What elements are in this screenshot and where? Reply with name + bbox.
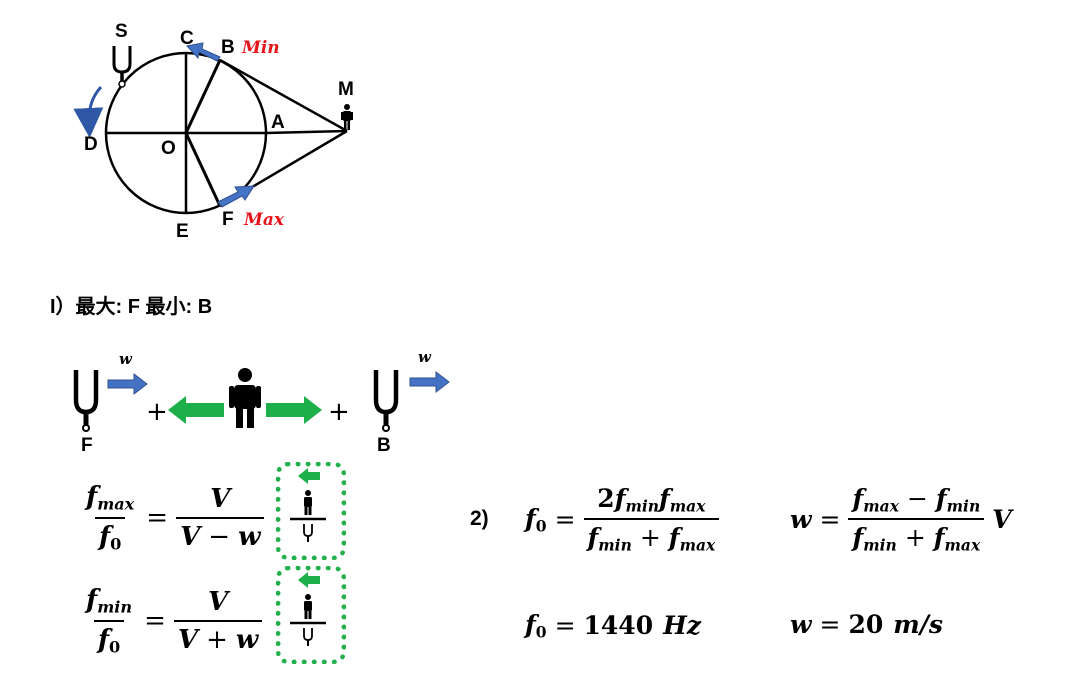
- observer-person-icon: [229, 368, 261, 428]
- tag-min: Min: [241, 38, 280, 58]
- doppler-scene: w F + + w B: [73, 348, 450, 456]
- part1-heading: I）最大: F 最小: B: [50, 296, 213, 318]
- source-label-f: F: [81, 435, 93, 456]
- velocity-label-left: w: [119, 350, 133, 368]
- tuning-fork-s-icon: [112, 46, 132, 88]
- label-f: F: [222, 209, 234, 230]
- velocity-arrow-b-icon: [186, 42, 221, 62]
- label-s: S: [115, 21, 128, 42]
- part2-label: 2): [470, 507, 489, 530]
- mini-fork-2-icon: [303, 628, 313, 646]
- radius-of: [184, 132, 222, 207]
- equation-f0-formula: f0 = 2fminfmax fmin+fmax: [525, 484, 720, 555]
- equation-w-value: w = 20 m/s: [790, 610, 943, 639]
- mini-person-2-icon: [304, 594, 312, 619]
- mini-person-1-icon: [304, 490, 312, 515]
- source-label-b: B: [377, 435, 391, 456]
- label-c: C: [180, 28, 194, 49]
- velocity-arrow-right-source-icon: [409, 370, 450, 394]
- mini-green-arrow-2-icon: [298, 572, 320, 588]
- circle-diagram: S C B Min M A D O F Max E: [73, 21, 354, 242]
- green-arrow-left-icon: [168, 396, 224, 424]
- rotation-arrow-icon: [73, 85, 104, 138]
- label-a: A: [271, 112, 285, 133]
- box-icon-group-2: [290, 572, 326, 646]
- tag-max: Max: [243, 210, 285, 230]
- dotted-box-2: [276, 566, 346, 664]
- equation-f0-value: f0 = 1440 Hz: [525, 610, 701, 642]
- radius-ob: [184, 59, 222, 134]
- fraction-w-formula: fmax−fmin fmin+fmax: [848, 484, 985, 555]
- green-arrow-right-icon: [266, 396, 322, 424]
- label-b: B: [221, 37, 235, 58]
- label-o: O: [161, 138, 176, 159]
- plus-right: +: [328, 397, 350, 427]
- fraction-fmax-f0: fmax f0: [86, 482, 135, 553]
- velocity-arrow-left-source-icon: [107, 372, 148, 396]
- label-d: D: [84, 134, 98, 155]
- dotted-box-1: [276, 462, 346, 560]
- equation-w-formula: w = fmax−fmin fmin+fmax V: [790, 484, 1012, 555]
- tuning-fork-f-icon: [73, 370, 99, 432]
- label-e: E: [176, 221, 189, 242]
- fraction-f0-formula: 2fminfmax fmin+fmax: [583, 484, 720, 555]
- equation-fmax: fmax f0 = V V−w: [82, 482, 265, 553]
- fraction-v-over-v-plus-w: V V+w: [173, 587, 263, 655]
- mini-fork-1-icon: [303, 524, 313, 542]
- observer-m-icon: [341, 104, 353, 130]
- tangent-bm: [219, 58, 348, 133]
- label-m: M: [338, 79, 354, 100]
- mini-green-arrow-1-icon: [298, 468, 320, 484]
- plus-left: +: [146, 397, 168, 427]
- box-icon-group-1: [290, 468, 326, 542]
- tuning-fork-b-icon: [373, 370, 399, 432]
- velocity-label-right: w: [418, 348, 432, 366]
- fraction-v-over-v-minus-w: V V−w: [176, 484, 265, 552]
- equation-fmin: fmin f0 = V V+w: [82, 585, 263, 656]
- fraction-fmin-f0: fmin f0: [86, 585, 133, 656]
- velocity-arrow-f-icon: [217, 185, 255, 208]
- line-am: [265, 129, 348, 135]
